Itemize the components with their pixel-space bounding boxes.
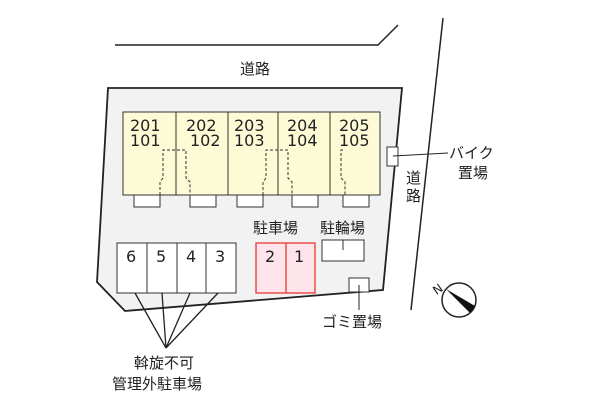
unit-105: 105 <box>339 131 370 150</box>
space-1: 1 <box>294 247 304 266</box>
bike-parking-label-1: バイク <box>449 144 494 162</box>
right-road-label-1: 道 <box>406 169 421 187</box>
bike-parking-label-2: 置場 <box>458 164 488 182</box>
bike-parking-leader <box>392 152 449 157</box>
balcony <box>189 194 217 208</box>
bike-parking-box <box>386 146 399 167</box>
balcony <box>236 194 264 208</box>
space-4: 4 <box>186 247 196 266</box>
unit-203: 203 <box>234 116 265 135</box>
unit-202: 202 <box>186 116 217 135</box>
external-note-leaders <box>134 292 219 349</box>
unit-101: 101 <box>130 131 161 150</box>
unit-205: 205 <box>339 116 370 135</box>
parking-label: 駐車場 <box>253 219 298 237</box>
compass-icon: N <box>430 281 477 318</box>
trash-label: ゴミ置場 <box>322 313 382 331</box>
bicycle-parking-label: 駐輪場 <box>320 219 365 237</box>
right-road-label-2: 路 <box>406 187 421 205</box>
balcony <box>342 194 370 208</box>
right-road-line <box>410 17 444 311</box>
external-parking: 6 5 4 3 <box>116 242 237 294</box>
unit-104: 104 <box>287 131 318 150</box>
top-road-label: 道路 <box>240 60 270 78</box>
external-note-line1: 斡旋不可 <box>134 354 194 372</box>
unit-204: 204 <box>287 116 318 135</box>
unit-201: 201 <box>130 116 161 135</box>
space-3: 3 <box>215 247 225 266</box>
space-5: 5 <box>156 247 166 266</box>
unit-103: 103 <box>234 131 265 150</box>
managed-parking: 2 1 <box>255 242 316 294</box>
external-note-line2: 管理外駐車場 <box>112 375 202 393</box>
space-6: 6 <box>126 247 136 266</box>
unit-102: 102 <box>190 131 221 150</box>
building: 201 101 202 102 203 103 204 104 205 105 <box>122 111 381 208</box>
top-road-line <box>115 24 399 46</box>
balcony <box>133 194 161 208</box>
balcony <box>291 194 319 208</box>
space-2: 2 <box>265 247 275 266</box>
